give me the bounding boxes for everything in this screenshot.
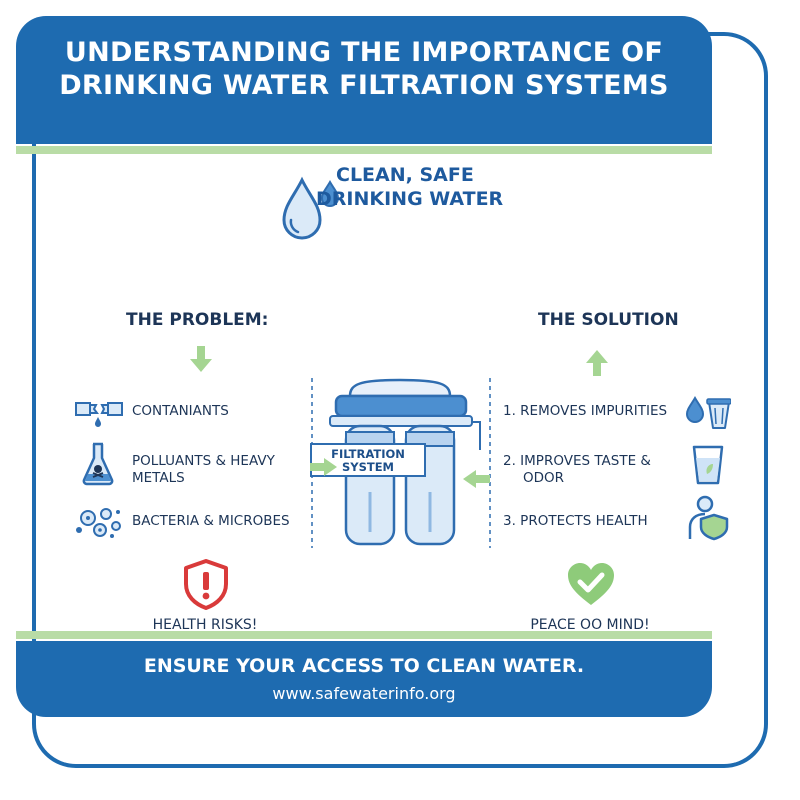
hero-line-1: CLEAN, SAFE xyxy=(336,164,474,186)
chemical-flask-icon xyxy=(82,442,114,486)
solution-item-taste-line-1: 2. IMPROVES TASTE & xyxy=(503,453,651,469)
title-line-2: DRINKING WATER FILTRATION SYSTEMS xyxy=(59,70,669,101)
footer-url-link[interactable]: www.safewaterinfo.org xyxy=(272,684,456,703)
hero-line-2: DRINKING WATER xyxy=(316,188,504,210)
solution-heading: THE SOLUTION xyxy=(538,310,679,330)
hero-text: CLEAN, SAFE DRINKING WATER xyxy=(316,163,503,211)
arrow-up-icon xyxy=(586,350,608,376)
filter-label-line-1: FILTRATION xyxy=(331,447,405,461)
arrow-right-icon xyxy=(310,458,337,476)
problem-item-pollutants-line-2: METALS xyxy=(132,470,185,486)
heart-check-icon xyxy=(568,563,614,605)
footer-banner xyxy=(16,641,712,717)
solution-item-protects-health: 3. PROTECTS HEALTH xyxy=(503,513,648,529)
problem-item-contaminants: CONTANIANTS xyxy=(132,403,229,419)
person-shield-icon xyxy=(688,495,729,541)
water-glass-icon xyxy=(692,445,724,485)
solution-item-taste-line-2: ODOR xyxy=(523,470,565,486)
title-line-1: UNDERSTANDING THE IMPORTANCE OF xyxy=(64,37,664,68)
solution-item-removes-impurities: 1. REMOVES IMPURITIES xyxy=(503,403,668,419)
footer-title: ENSURE YOUR ACCESS TO CLEAN WATER. xyxy=(143,655,585,677)
footer-stripe xyxy=(16,631,712,639)
warning-shield-icon xyxy=(184,559,228,610)
problem-item-bacteria: BACTERIA & MICROBES xyxy=(132,513,290,529)
header-stripe xyxy=(16,146,712,154)
page-title: UNDERSTANDING THE IMPORTANCE OF DRINKING… xyxy=(16,36,712,102)
water-drops-icon xyxy=(282,176,340,240)
solution-item-improves-taste: 2. IMPROVES TASTE & ODOR xyxy=(503,453,651,487)
header-banner xyxy=(16,16,712,144)
microbes-icon xyxy=(76,508,121,538)
arrow-down-icon xyxy=(190,346,212,372)
solution-result: PEACE OO MIND! xyxy=(530,617,650,633)
problem-item-pollutants-line-1: POLLUANTS & HEAVY xyxy=(132,453,275,469)
problem-item-pollutants: POLLUANTS & HEAVY METALS xyxy=(132,453,275,487)
drop-and-cup-icon xyxy=(685,395,731,429)
problem-heading: THE PROBLEM: xyxy=(126,310,269,330)
filter-label-line-2: SYSTEM xyxy=(341,460,395,474)
broken-pipe-icon xyxy=(75,402,123,427)
problem-result: HEALTH RISKS! xyxy=(152,617,258,633)
arrow-left-icon xyxy=(463,470,490,488)
